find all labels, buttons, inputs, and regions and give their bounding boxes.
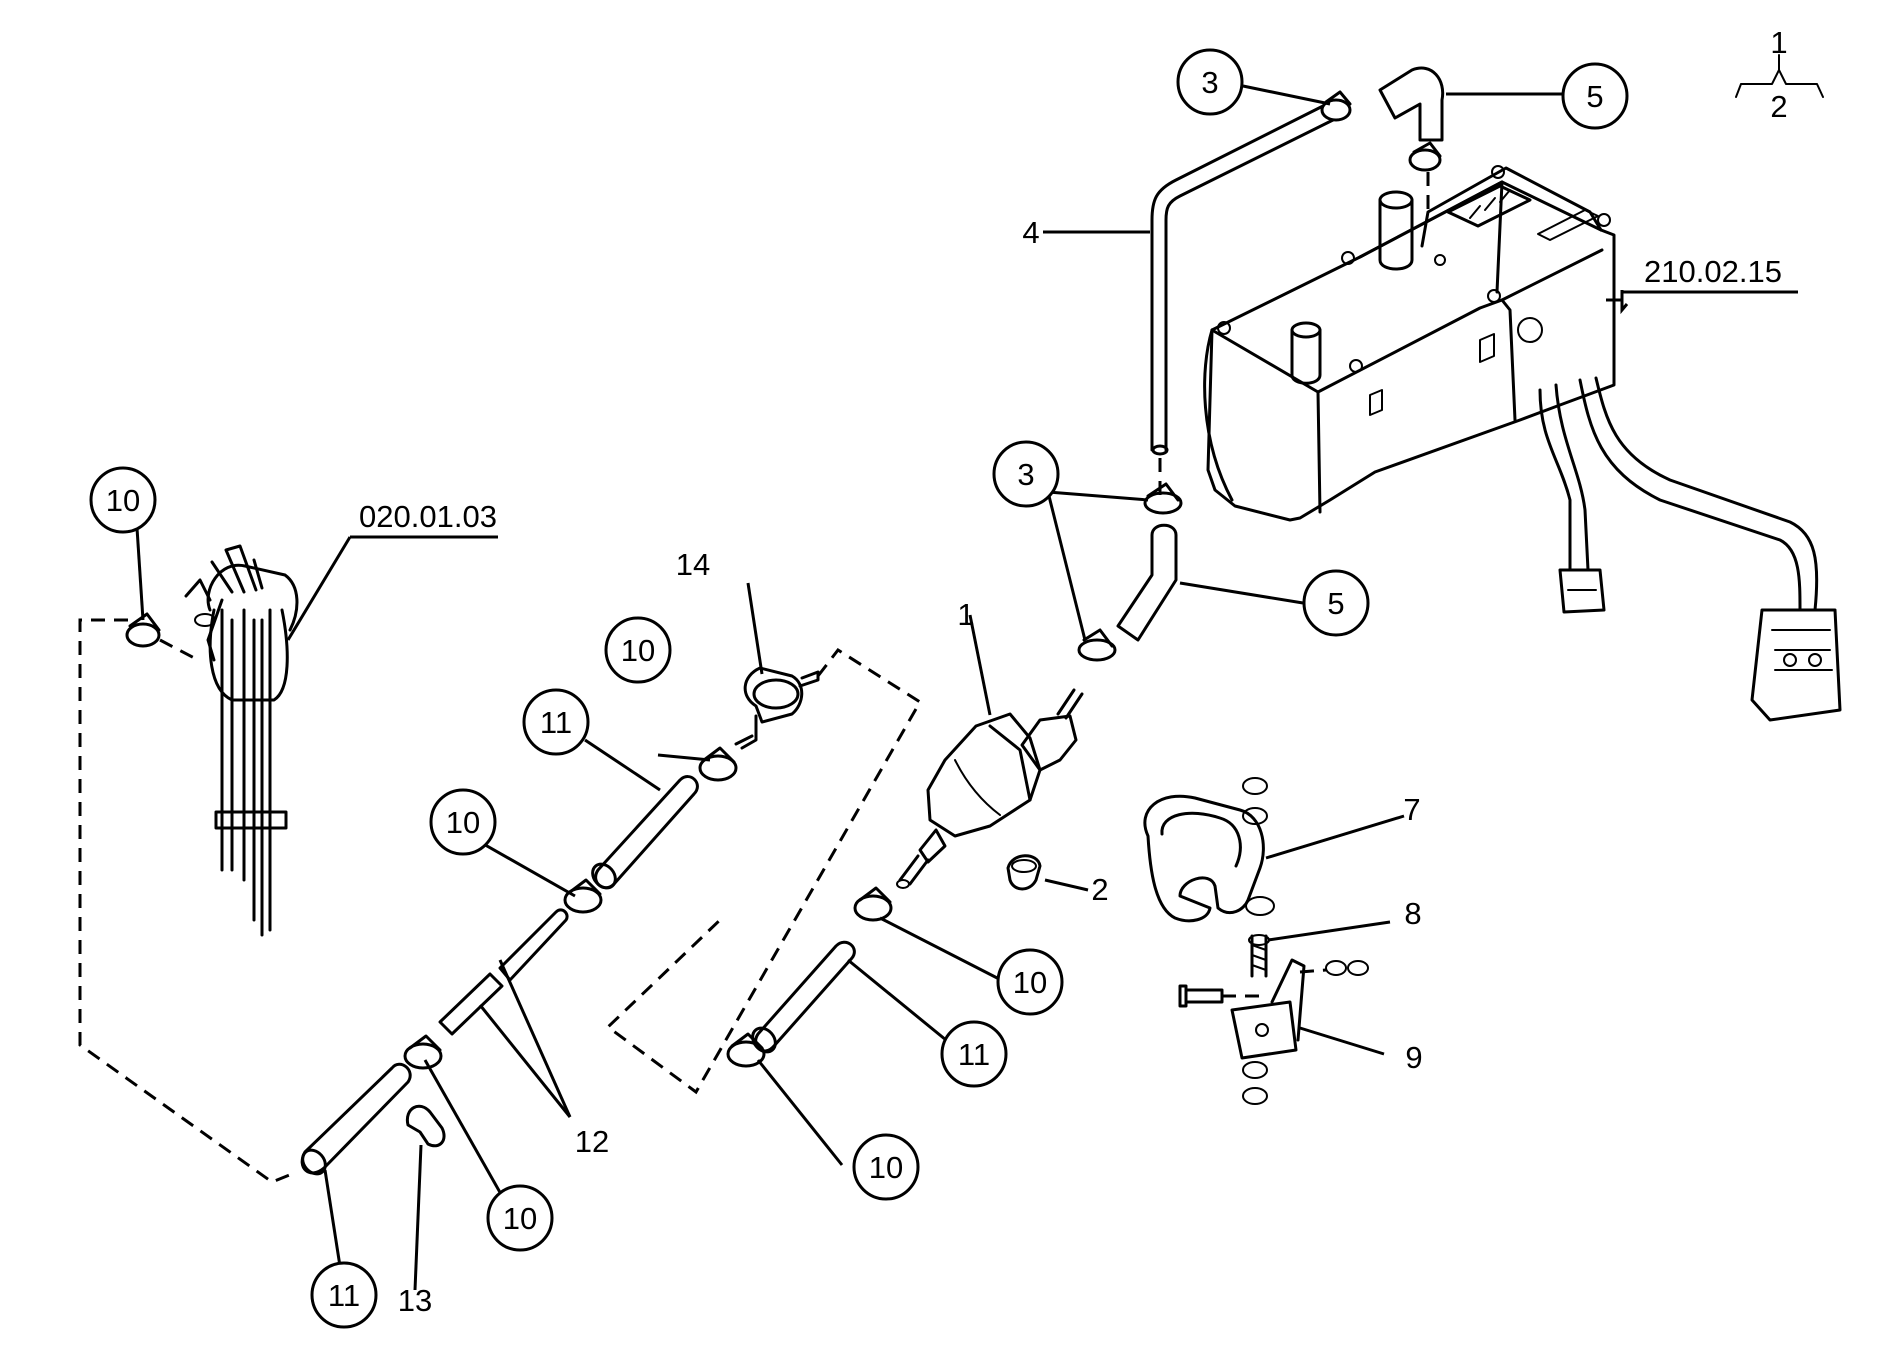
callout-3-top: 3 bbox=[1176, 48, 1244, 116]
dashed-boundary-middle bbox=[605, 647, 923, 1095]
callout-10-pump-low: 10 bbox=[852, 1133, 920, 1201]
reference-heater: 210.02.15 bbox=[1606, 254, 1798, 302]
lower-hose-assembly bbox=[1077, 482, 1183, 662]
heater-unit bbox=[1203, 165, 1842, 722]
callout-10-tank: 10 bbox=[89, 466, 157, 534]
svg-text:5: 5 bbox=[1586, 79, 1603, 114]
heater-reference-code: 210.02.15 bbox=[1644, 254, 1782, 289]
reference-tank-pickup: 020.01.03 bbox=[286, 499, 498, 641]
callout-12: 12 bbox=[575, 1124, 609, 1159]
svg-text:7: 7 bbox=[1403, 792, 1420, 827]
svg-text:10: 10 bbox=[869, 1150, 903, 1185]
callout-11-lower: 11 bbox=[310, 1261, 378, 1329]
callout-14: 14 bbox=[676, 547, 710, 582]
svg-text:10: 10 bbox=[446, 805, 480, 840]
callout-5-mid: 5 bbox=[1302, 569, 1370, 637]
callout-10-left: 10 bbox=[429, 788, 497, 856]
legend-bottom-number: 2 bbox=[1770, 89, 1787, 124]
leader-lines bbox=[135, 84, 1629, 1293]
svg-text:11: 11 bbox=[958, 1037, 990, 1072]
upper-hose-assembly bbox=[1150, 66, 1445, 495]
grommet bbox=[1006, 854, 1042, 891]
callout-10-lower: 10 bbox=[486, 1184, 554, 1252]
callout-10-filter: 10 bbox=[604, 616, 672, 684]
inline-filter bbox=[734, 666, 820, 750]
left-hose-chain bbox=[300, 746, 738, 1176]
svg-text:2: 2 bbox=[1091, 872, 1108, 907]
tank-pickup-reference-code: 020.01.03 bbox=[359, 499, 497, 534]
tank-pickup bbox=[125, 544, 299, 937]
callout-5-top: 5 bbox=[1561, 62, 1629, 130]
svg-text:9: 9 bbox=[1405, 1040, 1422, 1075]
callout-3-mid: 3 bbox=[992, 440, 1060, 508]
pump-hose-chain bbox=[726, 886, 893, 1068]
svg-text:12: 12 bbox=[575, 1124, 609, 1159]
svg-text:11: 11 bbox=[328, 1278, 360, 1313]
callout-2: 2 bbox=[1091, 872, 1108, 907]
callout-9: 9 bbox=[1405, 1040, 1422, 1075]
callout-7: 7 bbox=[1403, 792, 1420, 827]
svg-text:4: 4 bbox=[1022, 215, 1039, 250]
svg-text:8: 8 bbox=[1404, 896, 1421, 931]
callout-10-pump: 10 bbox=[996, 948, 1064, 1016]
svg-text:10: 10 bbox=[106, 483, 140, 518]
svg-text:10: 10 bbox=[1013, 965, 1047, 1000]
callout-4: 4 bbox=[1022, 215, 1039, 250]
svg-text:11: 11 bbox=[540, 705, 572, 740]
mounting-bracket bbox=[1143, 777, 1369, 1105]
orientation-legend: 1 2 bbox=[1735, 25, 1824, 124]
legend-top-number: 1 bbox=[1770, 25, 1787, 60]
svg-text:10: 10 bbox=[621, 633, 655, 668]
callout-13: 13 bbox=[398, 1283, 432, 1318]
svg-text:3: 3 bbox=[1201, 65, 1218, 100]
callout-11-upper: 11 bbox=[522, 688, 590, 756]
svg-text:5: 5 bbox=[1327, 586, 1344, 621]
callout-1: 1 bbox=[957, 597, 974, 632]
svg-text:13: 13 bbox=[398, 1283, 432, 1318]
dashed-boundary-left bbox=[78, 618, 298, 1184]
svg-text:1: 1 bbox=[957, 597, 974, 632]
svg-text:10: 10 bbox=[503, 1201, 537, 1236]
callout-8: 8 bbox=[1404, 896, 1421, 931]
callout-11-pump: 11 bbox=[940, 1020, 1008, 1088]
svg-text:3: 3 bbox=[1017, 457, 1034, 492]
svg-text:14: 14 bbox=[676, 547, 710, 582]
fuel-pump bbox=[896, 688, 1084, 889]
